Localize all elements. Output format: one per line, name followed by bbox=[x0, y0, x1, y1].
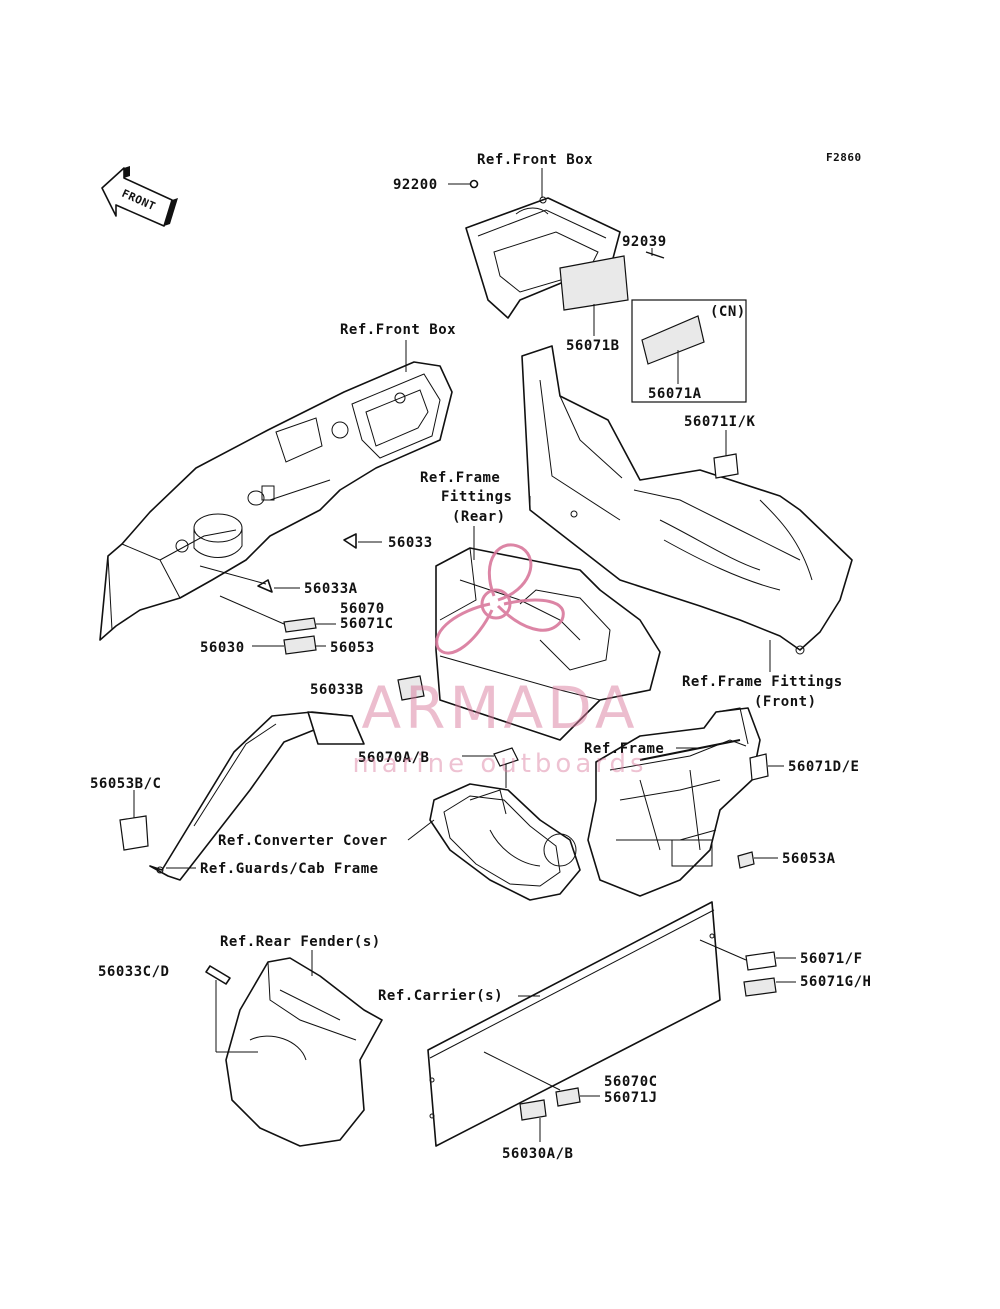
ref-front-box-top: Ref.Front Box bbox=[477, 152, 593, 168]
part-number-56071b: 56071B bbox=[566, 338, 620, 354]
decal-56030ab bbox=[519, 1099, 547, 1121]
part-number-56030: 56030 bbox=[200, 640, 245, 656]
part-number-56070ab: 56070A/B bbox=[358, 750, 429, 766]
part-number-56070c: 56070C bbox=[604, 1074, 658, 1090]
decal-56071de bbox=[749, 753, 769, 781]
ref-rear-fender: Ref.Rear Fender(s) bbox=[220, 934, 381, 950]
decal-56071ik bbox=[713, 453, 739, 479]
figure-code: F2860 bbox=[826, 151, 862, 164]
part-number-56053bc: 56053B/C bbox=[90, 776, 161, 792]
part-number-56071f: 56071/F bbox=[800, 951, 863, 967]
part-number-56071ik: 56071I/K bbox=[684, 414, 756, 430]
part-number-56071gh: 56071G/H bbox=[800, 974, 871, 990]
ref-guards-cab-frame: Ref.Guards/Cab Frame bbox=[200, 861, 379, 877]
decal-56070 bbox=[283, 617, 317, 633]
part-number-56033: 56033 bbox=[388, 535, 433, 551]
part-number-56053a: 56053A bbox=[782, 851, 836, 867]
guards-cab-frame bbox=[149, 711, 365, 881]
dashboard-panel bbox=[99, 361, 453, 641]
part-number-56033b: 56033B bbox=[310, 682, 364, 698]
clip-56033-icon bbox=[343, 533, 357, 549]
cn-label: (CN) bbox=[710, 304, 746, 320]
decal-56070c bbox=[555, 1087, 581, 1107]
nut-92200-icon bbox=[469, 179, 479, 189]
watermark-tagline: marine outboards bbox=[352, 749, 647, 779]
front-arrow-icon: FRONT bbox=[101, 166, 178, 227]
decal-56071gh bbox=[743, 977, 777, 997]
main-frame bbox=[587, 707, 761, 897]
part-number-56071de: 56071D/E bbox=[788, 759, 859, 775]
frame-fittings-front bbox=[521, 345, 853, 655]
rear-fender bbox=[225, 957, 383, 1147]
ref-frame-fittings-rear-line1: Ref.Frame bbox=[420, 470, 500, 486]
part-number-56070: 56070 bbox=[340, 601, 385, 617]
watermark-brand: ARMADA bbox=[361, 674, 638, 742]
decal-56053bc bbox=[119, 815, 149, 851]
ref-frame-fittings-front-line2: (Front) bbox=[754, 694, 817, 710]
part-number-56033a: 56033A bbox=[304, 581, 358, 597]
decal-56070ab bbox=[493, 747, 519, 767]
decal-56071b bbox=[559, 255, 629, 311]
converter-cover bbox=[429, 783, 581, 901]
decal-56071a bbox=[641, 315, 705, 365]
part-number-56071c: 56071C bbox=[340, 616, 394, 632]
ref-converter-cover: Ref.Converter Cover bbox=[218, 833, 388, 849]
cn-variant-box bbox=[631, 299, 747, 403]
ref-frame-fittings-rear-line3: (Rear) bbox=[452, 509, 506, 525]
part-number-56071a: 56071A bbox=[648, 386, 702, 402]
decal-56030 bbox=[283, 635, 317, 655]
part-number-56033cd: 56033C/D bbox=[98, 964, 169, 980]
ref-frame: Ref.Frame bbox=[584, 741, 664, 757]
part-number-56053: 56053 bbox=[330, 640, 375, 656]
part-number-92039: 92039 bbox=[622, 234, 667, 250]
ref-frame-fittings-front-line1: Ref.Frame Fittings bbox=[682, 674, 843, 690]
decal-56071f bbox=[745, 951, 777, 971]
decal-56033cd bbox=[205, 965, 231, 985]
part-number-56030ab: 56030A/B bbox=[502, 1146, 573, 1162]
armada-watermark: ARMADA marine outboards bbox=[352, 543, 647, 779]
part-number-92200: 92200 bbox=[393, 177, 438, 193]
part-number-56071j: 56071J bbox=[604, 1090, 658, 1106]
ref-front-box-dash: Ref.Front Box bbox=[340, 322, 456, 338]
decal-56033b bbox=[397, 675, 425, 701]
propeller-logo-icon bbox=[435, 543, 565, 655]
carrier-panel bbox=[427, 901, 721, 1147]
ref-carrier: Ref.Carrier(s) bbox=[378, 988, 503, 1004]
screw-92039-icon bbox=[645, 251, 665, 259]
decal-56053a bbox=[737, 851, 755, 869]
clip-56033a-icon bbox=[257, 579, 273, 593]
ref-frame-fittings-rear-line2: Fittings bbox=[441, 489, 512, 505]
